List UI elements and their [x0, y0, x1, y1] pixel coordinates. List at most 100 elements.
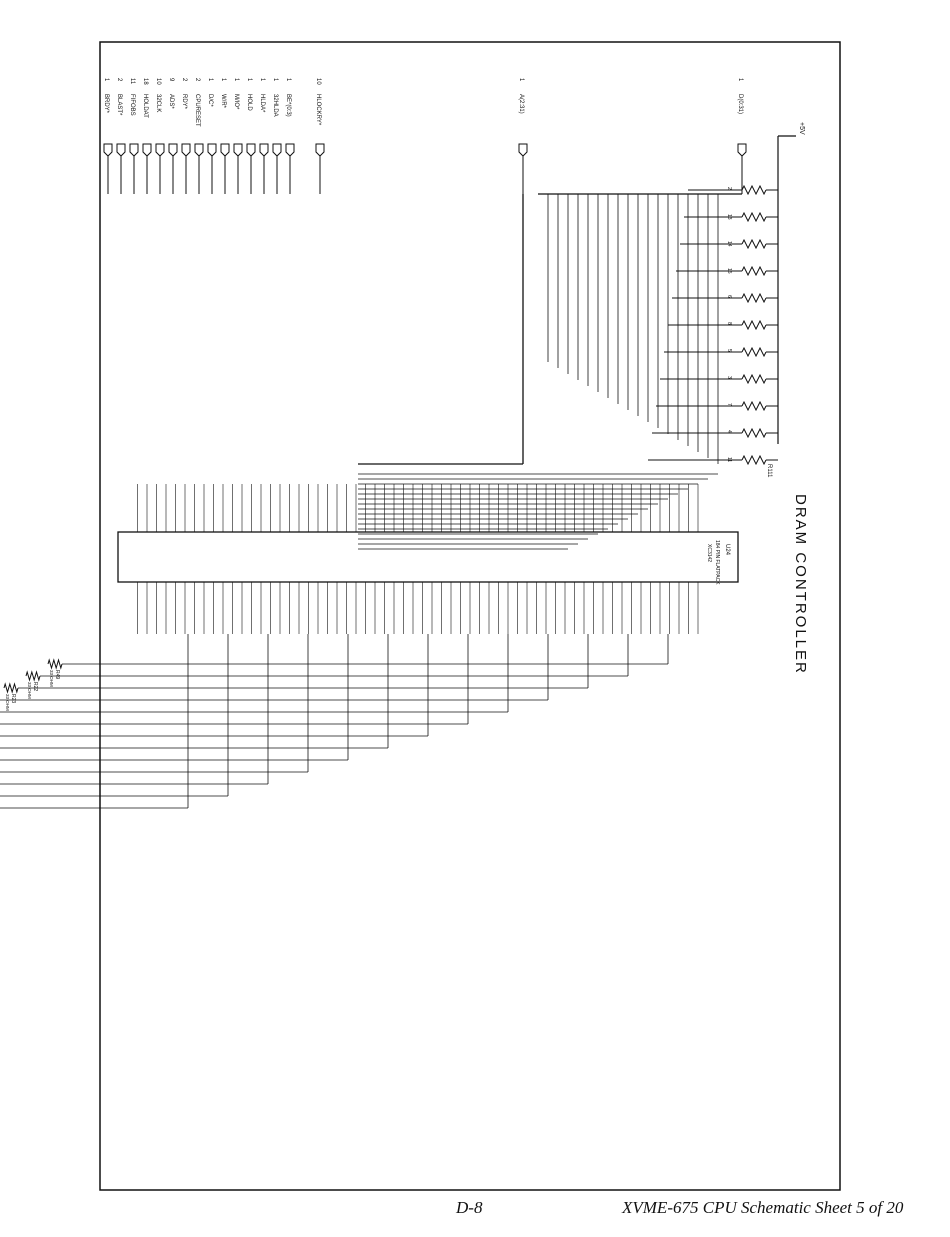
connector-sheet-ref: 18 — [142, 78, 148, 85]
connector-label: M/IO* — [233, 94, 239, 110]
connector-arrow — [518, 143, 528, 157]
pullup-pin-label: 3 — [726, 376, 732, 379]
resistor-symbol — [47, 658, 63, 670]
connector-label: BRDY* — [103, 94, 109, 114]
connector-label: FIFOBS — [129, 94, 135, 116]
connector-arrow — [220, 143, 230, 157]
resistor-symbol — [741, 184, 767, 196]
resistor-value: 33 OHM — [5, 694, 10, 711]
resistor-net-label: R111 — [766, 464, 772, 478]
connector-label: HLOCKRY* — [315, 94, 321, 126]
connector-label: ADS* — [168, 94, 174, 109]
connector-label: HLDA* — [259, 94, 265, 113]
connector-sheet-ref: 10 — [315, 78, 321, 85]
connector-sheet-ref: 9 — [168, 78, 174, 82]
resistor-ref: R22 — [32, 682, 38, 691]
connector-arrow — [259, 143, 269, 157]
connector-signal: 1 32HLDA — [272, 78, 282, 194]
connector-address-bus: 1A(2:31) — [518, 78, 528, 194]
connector-label: HOLDAT — [142, 94, 148, 118]
pullup-pin-label: 5 — [726, 349, 732, 352]
connector-sheet-ref: 2 — [116, 78, 122, 82]
footer-title: XVME-675 CPU Schematic Sheet 5 of 20 — [622, 1198, 904, 1217]
resistor-symbol — [741, 373, 767, 385]
connector-sheet-ref: 1 — [233, 78, 239, 82]
connector-sheet-ref: 1 — [518, 78, 524, 82]
connector-sheet-ref: 1 — [272, 78, 278, 82]
connector-sheet-ref: 1 — [259, 78, 265, 82]
series-resistor: R3333 OHM — [0, 634, 509, 713]
connector-data-bus: 1D(0:31) — [737, 78, 747, 194]
connector-signal: 1M/IO* — [233, 78, 243, 194]
connector-label: W/R* — [220, 94, 226, 109]
resistor-symbol — [741, 211, 767, 223]
resistor-value: 33 OHM — [27, 682, 32, 699]
connector-arrow — [194, 143, 204, 157]
pullup-pin-label: 13 — [726, 214, 732, 220]
chip-body — [117, 531, 739, 583]
connector-sheet-ref: 1 — [285, 78, 291, 82]
connector-label: RDY* — [181, 94, 187, 110]
connector-arrow — [246, 143, 256, 157]
connector-arrow — [103, 143, 113, 157]
connector-sheet-ref: 11 — [129, 78, 135, 85]
connector-label: 32HLDA — [272, 94, 278, 117]
connector-sheet-ref: 1 — [737, 78, 743, 82]
connector-arrow — [142, 143, 152, 157]
connector-sheet-ref: 1 — [103, 78, 109, 82]
series-resistor: R1833 OHM — [0, 634, 189, 809]
connector-sheet-ref: 1 — [207, 78, 213, 82]
connector-arrow — [315, 143, 325, 157]
connector-label: CPURESET — [194, 94, 200, 127]
connector-arrow — [737, 143, 747, 157]
pullup-pin-label: 6 — [726, 295, 732, 298]
series-resistor: R1933 OHM — [0, 634, 269, 785]
series-resistor: R5433 OHM — [0, 634, 389, 749]
connector-arrow — [207, 143, 217, 157]
connector-sheet-ref: 2 — [194, 78, 200, 82]
series-resistor: R4533 OHM — [0, 634, 429, 737]
resistor-symbol — [741, 319, 767, 331]
resistor-symbol — [741, 292, 767, 304]
pullup-pin-label: 14 — [726, 241, 732, 247]
input-connectors: 1D(0:31)1A(2:31)10HLOCKRY*1BE*(0:3)132HL… — [103, 78, 747, 550]
connector-sheet-ref: 1 — [246, 78, 252, 82]
connector-label: D(0:31) — [737, 94, 743, 114]
series-resistor: R733 OHM — [0, 634, 229, 797]
resistor-symbol — [741, 265, 767, 277]
connector-label: HOLD — [246, 94, 252, 111]
connector-arrow — [168, 143, 178, 157]
connector-sheet-ref: 2 — [181, 78, 187, 82]
connector-sheet-ref: 10 — [155, 78, 161, 85]
pullup-pin-label: 2 — [726, 187, 732, 190]
pullup-pin-label: 4 — [726, 430, 732, 433]
connector-arrow — [233, 143, 243, 157]
resistor-ref: R49 — [54, 670, 60, 679]
series-resistor: R3733 OHM — [0, 634, 309, 773]
pullup-pin-label: 15 — [726, 268, 732, 274]
resistor-symbol — [741, 400, 767, 412]
connector-arrow — [116, 143, 126, 157]
footer-page-number: D-8 — [456, 1198, 483, 1217]
resistor-symbol — [741, 454, 767, 466]
resistor-symbol — [741, 238, 767, 250]
drawing-border — [99, 41, 841, 1191]
connector-label: BE*(0:3) — [285, 94, 291, 117]
resistor-value: 33 OHM — [49, 670, 54, 687]
